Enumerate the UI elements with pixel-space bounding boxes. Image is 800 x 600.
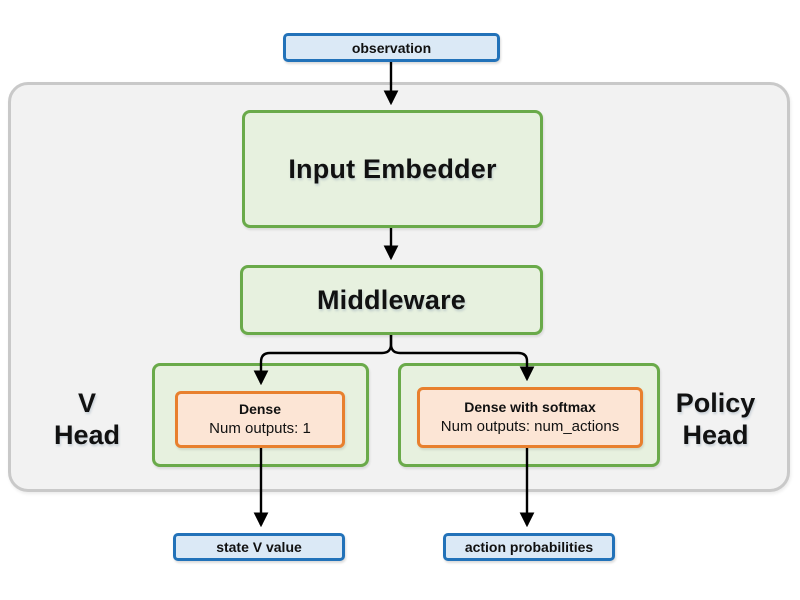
state-v-value-node: state V value [173,533,345,561]
middleware-node: Middleware [240,265,543,335]
observation-label: observation [351,39,432,56]
policy-head-dense-title: Dense with softmax [464,398,596,415]
v-head-label: V Head [42,383,132,455]
policy-head-dense-subtitle: Num outputs: num_actions [440,417,620,435]
input-embedder-node: Input Embedder [242,110,543,228]
v-head-label-line2: Head [53,420,121,450]
policy-head-label-line1: Policy [675,387,756,418]
v-head-label-line1: V [77,387,96,418]
policy-head-dense-node: Dense with softmax Num outputs: num_acti… [417,387,643,448]
observation-node: observation [283,33,500,62]
v-head-dense-node: Dense Num outputs: 1 [175,391,345,448]
action-probabilities-label: action probabilities [464,539,594,555]
policy-head-label-line2: Head [682,420,749,450]
input-embedder-label: Input Embedder [288,153,497,184]
v-head-dense-subtitle: Num outputs: 1 [209,419,311,437]
action-probabilities-node: action probabilities [443,533,615,561]
policy-head-label: Policy Head [663,383,768,455]
state-v-value-label: state V value [216,539,302,555]
middleware-label: Middleware [316,284,467,315]
v-head-dense-title: Dense [238,400,282,417]
